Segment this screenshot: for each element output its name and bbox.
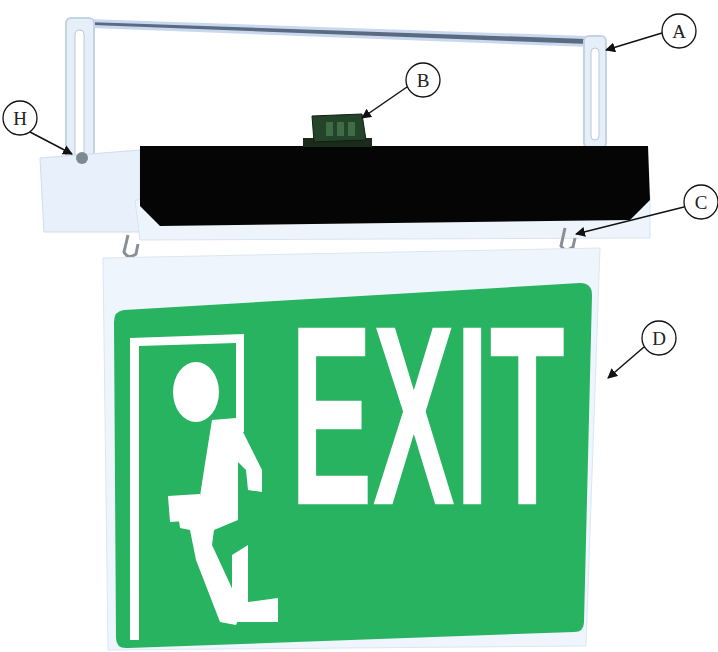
callout-letter: C	[695, 193, 708, 212]
sign-panel	[103, 248, 600, 650]
screw	[76, 152, 88, 164]
callout-letter: D	[652, 329, 666, 348]
sign-text: EXIT	[290, 287, 565, 543]
callout-letter: B	[417, 71, 430, 90]
running-figure	[168, 362, 278, 625]
terminal-block	[303, 114, 372, 147]
callout-letter: H	[13, 109, 27, 128]
housing	[40, 146, 650, 240]
callout-letter: A	[672, 22, 686, 41]
